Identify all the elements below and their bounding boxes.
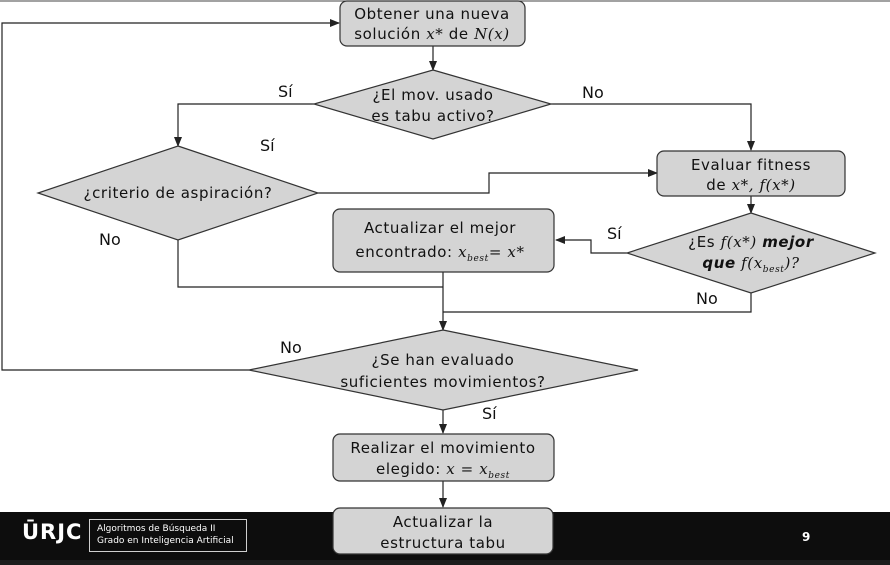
node-evaluar-xstar: x*, <box>732 176 755 194</box>
node-mejor-fx: f(x*) <box>720 233 757 251</box>
edge-asp-yes <box>318 169 658 194</box>
urjc-logo: ŪRJC <box>22 520 83 544</box>
node-evaluar-line1: Evaluar fitness <box>691 156 811 174</box>
node-evaluar-de: de <box>706 176 726 194</box>
label-tabu-no: No <box>582 83 604 102</box>
node-realizar-best: best <box>488 471 510 481</box>
node-obtener-nx: N(x) <box>473 25 510 43</box>
node-evaluar: Evaluar fitness de x*, f(x*) <box>656 150 846 197</box>
node-obtener-line1: Obtener una nueva <box>354 5 510 23</box>
node-actualizar-mejor-x: x <box>458 243 467 261</box>
course-degree: Grado en Inteligencia Artificial <box>97 536 234 546</box>
node-tabu-line1: ¿El mov. usado <box>372 86 493 104</box>
node-actualizar-tabu-line1: Actualizar la <box>393 513 493 531</box>
node-obtener-de: de <box>449 25 469 43</box>
node-realizar-line1: Realizar el movimiento <box>350 439 535 457</box>
label-suf-yes: Sí <box>482 404 497 423</box>
node-suficientes: ¿Se han evaluado suficientes movimientos… <box>248 329 639 411</box>
node-obtener-xstar: x* <box>426 25 443 43</box>
node-suficientes-line2: suficientes movimientos? <box>340 373 545 391</box>
node-obtener-line2: solución x* de N(x) <box>354 25 510 43</box>
edge-mejor-no <box>443 293 752 313</box>
node-suficientes-line1: ¿Se han evaluado <box>372 351 515 369</box>
node-evaluar-line2: de x*, f(x*) <box>706 176 795 194</box>
node-actualizar-mejor-text: encontrado: <box>355 243 452 261</box>
node-realizar-x: x = x <box>446 460 488 478</box>
node-realizar: Realizar el movimiento elegido: x = xbes… <box>332 433 555 482</box>
node-evaluar-fx: f(x*) <box>759 176 796 194</box>
node-mejor-word: mejor <box>762 233 815 251</box>
node-aspiracion: ¿criterio de aspiración? <box>36 145 320 241</box>
node-realizar-text: elegido: <box>376 460 441 478</box>
label-tabu-yes: Sí <box>278 82 293 101</box>
course-title: Algoritmos de Búsqueda II <box>97 524 216 534</box>
node-mejor-line1: ¿Es f(x*) mejor <box>688 233 815 251</box>
node-mejor-line2: que f(xbest)? <box>702 254 800 275</box>
edge-tabu-no <box>551 103 755 151</box>
node-mejor-best: best <box>763 265 785 275</box>
node-actualizar-mejor: Actualizar el mejor encontrado: xbest= x… <box>332 208 555 273</box>
node-actualizar-mejor-eq: = x* <box>489 243 525 261</box>
node-tabu-line2: es tabu activo? <box>371 107 494 125</box>
node-mejor-es: ¿Es <box>688 233 715 251</box>
label-asp-no: No <box>99 230 121 249</box>
page-number: 9 <box>802 530 811 544</box>
edge-suf-no-loop <box>1 19 340 371</box>
node-actualizar-mejor-line1: Actualizar el mejor <box>364 219 516 237</box>
edge-tabu-yes <box>174 103 314 147</box>
edge-mejor-yes <box>555 236 627 254</box>
node-mejor-check: ¿Es f(x*) mejor que f(xbest)? <box>625 212 877 294</box>
node-tabu-check: ¿El mov. usado es tabu activo? <box>311 69 554 140</box>
connectors <box>1 19 755 508</box>
node-aspiracion-text: ¿criterio de aspiración? <box>84 184 273 202</box>
label-asp-yes: Sí <box>260 136 275 155</box>
node-actualizar-mejor-best: best <box>467 254 489 264</box>
node-obtener-text: solución <box>354 25 421 43</box>
node-realizar-line2: elegido: x = xbest <box>376 460 510 481</box>
edge-asp-no <box>177 240 443 288</box>
node-actualizar-tabu: Actualizar la estructura tabu <box>332 507 554 555</box>
node-mejor-close: )? <box>784 254 800 272</box>
node-mejor-que: que <box>702 254 735 272</box>
course-box: Algoritmos de Búsqueda II Grado en Intel… <box>89 519 247 552</box>
label-suf-no: No <box>280 338 302 357</box>
node-mejor-fxb: f(x <box>740 254 763 272</box>
label-mejor-no: No <box>696 289 718 308</box>
node-actualizar-mejor-line2: encontrado: xbest= x* <box>355 243 524 264</box>
footer-bottom-line <box>0 560 890 565</box>
label-mejor-yes: Sí <box>607 224 622 243</box>
node-actualizar-tabu-line2: estructura tabu <box>380 534 505 552</box>
node-obtener: Obtener una nueva solución x* de N(x) <box>339 0 526 47</box>
